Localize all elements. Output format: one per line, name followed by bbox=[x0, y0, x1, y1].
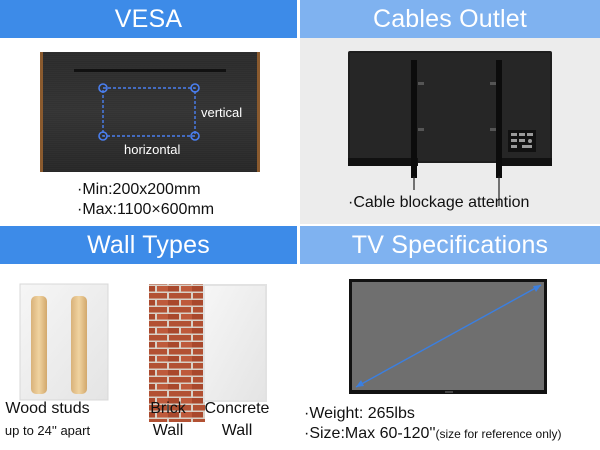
walls-panel: Wall Types bbox=[0, 226, 297, 450]
wood-stud-left bbox=[31, 296, 47, 394]
cable-blockage-note: ·Cable blockage attention bbox=[348, 194, 530, 211]
vesa-panel: VESA bbox=[0, 0, 297, 224]
walls-body: Wood studs up to 24'' apart Brick Wall C… bbox=[0, 264, 297, 450]
vesa-header: VESA bbox=[0, 0, 297, 38]
brick-wall-label: Brick Wall bbox=[140, 398, 196, 442]
tv-specs-title: TV Specifications bbox=[351, 230, 549, 259]
mount-rail bbox=[74, 69, 226, 72]
wood-stud-right bbox=[71, 296, 87, 394]
vesa-max-spec: ·Max:1100×600mm bbox=[77, 201, 215, 218]
cables-header: Cables Outlet bbox=[300, 0, 600, 38]
tv-back-mount-illustration bbox=[348, 51, 552, 206]
brick-wall-line2: Wall bbox=[152, 422, 184, 439]
vesa-vertical-label: vertical bbox=[201, 105, 243, 120]
vesa-body: vertical horizontal ·Min:200x200mm ·Max:… bbox=[0, 38, 297, 224]
tv-size-spec: ·Size:Max 60-120''(size for reference on… bbox=[304, 425, 562, 443]
tv-back-vesa-illustration bbox=[40, 52, 260, 172]
wood-studs-line1: Wood studs bbox=[5, 400, 90, 417]
vesa-rect bbox=[102, 87, 196, 137]
tv-size-note: (size for reference only) bbox=[435, 427, 562, 441]
concrete-wall bbox=[203, 284, 267, 402]
wood-studs-line2: up to 24'' apart bbox=[4, 423, 91, 438]
vesa-hole-tr bbox=[190, 83, 200, 93]
tv-specs-header: TV Specifications bbox=[300, 226, 600, 264]
tv-weight-spec: ·Weight: 265lbs bbox=[304, 405, 415, 422]
concrete-wall-label: Concrete Wall bbox=[196, 398, 278, 442]
concrete-wall-line2: Wall bbox=[221, 422, 253, 439]
wall-types-illustration bbox=[19, 283, 267, 422]
walls-title: Wall Types bbox=[87, 230, 210, 259]
bracket-right bbox=[496, 60, 502, 178]
wood-studs-label: Wood studs up to 24'' apart bbox=[0, 398, 95, 442]
tv-size-value: ·Size:Max 60-120'' bbox=[304, 425, 436, 442]
bracket-left bbox=[411, 60, 417, 178]
port-panel bbox=[508, 130, 536, 152]
brick-wall bbox=[149, 284, 205, 422]
walls-header: Wall Types bbox=[0, 226, 297, 264]
vesa-hole-bl bbox=[98, 131, 108, 141]
wood-stud-wall bbox=[19, 283, 109, 401]
screen-diagonal bbox=[355, 284, 542, 388]
vesa-hole-tl bbox=[98, 83, 108, 93]
vesa-min-spec: ·Min:200x200mm bbox=[77, 181, 201, 198]
concrete-wall-line1: Concrete bbox=[204, 400, 270, 417]
vesa-horizontal-label: horizontal bbox=[124, 142, 181, 157]
cables-panel: Cables Outlet bbox=[300, 0, 600, 224]
vesa-title: VESA bbox=[114, 4, 183, 33]
tv-screen-illustration bbox=[349, 279, 547, 394]
vesa-hole-br bbox=[190, 131, 200, 141]
cables-body: ·Cable blockage attention bbox=[300, 38, 600, 224]
brick-wall-line1: Brick bbox=[150, 400, 186, 417]
tv-specs-body: ·Weight: 265lbs ·Size:Max 60-120''(size … bbox=[300, 264, 600, 450]
tv-stand-left bbox=[348, 158, 418, 166]
cables-title: Cables Outlet bbox=[372, 4, 528, 33]
tv-stand-right bbox=[496, 158, 552, 166]
tv-specs-panel: TV Specifications ·Weight: 265lbs ·Size:… bbox=[300, 226, 600, 450]
